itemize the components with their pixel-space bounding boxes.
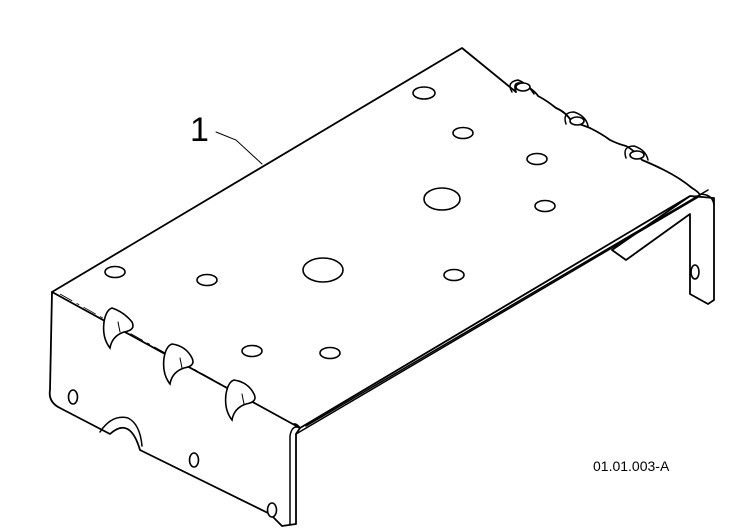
callout-leader [215, 131, 263, 165]
top-plate [51, 47, 701, 429]
front-face-holes [67, 389, 278, 518]
slot-notch-1 [515, 82, 531, 92]
slot-notch-2 [569, 116, 585, 126]
front-flange [48, 189, 709, 527]
slot-notch-3 [629, 150, 645, 160]
large-center-hole [302, 257, 344, 283]
reference-code: 01.01.003-A [593, 458, 670, 474]
mount-hole [534, 199, 556, 213]
mount-hole [443, 268, 465, 282]
top-plate-holes [104, 86, 556, 360]
mount-hole [266, 502, 278, 518]
mount-hole [452, 126, 474, 140]
fold-line [59, 293, 293, 425]
mount-hole [104, 265, 126, 279]
fold-cutouts [102, 307, 256, 422]
callout-number: 1 [190, 111, 209, 149]
large-center-hole [423, 187, 461, 211]
mount-hole [67, 389, 79, 405]
mount-hole [412, 86, 436, 100]
mount-hole [319, 346, 341, 360]
mount-hole [241, 344, 263, 358]
mount-hole [196, 273, 218, 287]
right-flange-mount-hole [690, 264, 700, 280]
mount-hole [526, 152, 548, 166]
mount-hole [188, 452, 200, 468]
